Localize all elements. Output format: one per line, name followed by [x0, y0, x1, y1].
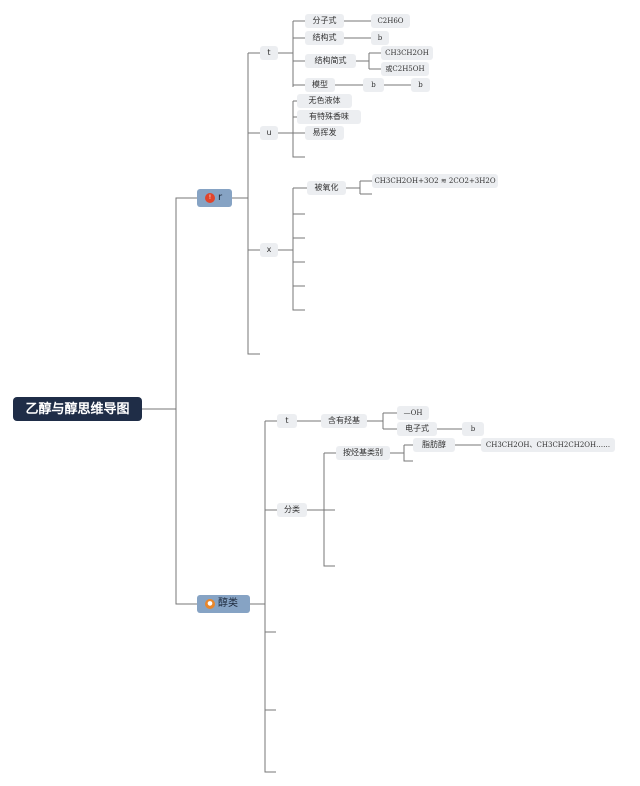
topic-by-hydrocarbon[interactable]: 按烃基类别: [336, 446, 390, 460]
topic-t[interactable]: t: [260, 46, 278, 60]
topic-x[interactable]: x: [260, 243, 278, 257]
topic-electron-formula[interactable]: 电子式: [397, 422, 437, 436]
topic-u[interactable]: u: [260, 126, 278, 140]
topic-contains-hydroxyl[interactable]: 含有羟基: [321, 414, 367, 428]
topic-aliphatic-alcohol[interactable]: 脂肪醇: [413, 438, 455, 452]
model-value-1[interactable]: b: [363, 78, 384, 92]
root-topic[interactable]: 乙醇与醇思维导图: [13, 397, 142, 421]
hydroxyl-group[interactable]: —OH: [397, 406, 429, 420]
topic-model[interactable]: 模型: [305, 78, 335, 92]
branch-topic-1[interactable]: ! r: [197, 189, 232, 207]
topic-structural-formula[interactable]: 结构式: [305, 31, 344, 45]
simplified-formula-value-2[interactable]: 或C2H5OH: [381, 62, 429, 76]
oxidation-equation[interactable]: CH3CH2OH+3O2 ≋ 2CO2+3H2O: [372, 174, 498, 188]
aliphatic-alcohol-examples[interactable]: CH3CH2OH、CH3CH2CH2OH……: [481, 438, 615, 452]
property-item-1[interactable]: 无色液体: [297, 94, 352, 108]
topic-t-2[interactable]: t: [277, 414, 297, 428]
topic-simplified-formula[interactable]: 结构简式: [305, 54, 356, 68]
structural-formula-value[interactable]: b: [371, 31, 389, 45]
simplified-formula-value-1[interactable]: CH3CH2OH: [381, 46, 433, 60]
exclamation-icon: !: [205, 193, 215, 203]
topic-molecular-formula[interactable]: 分子式: [305, 14, 344, 28]
molecular-formula-value[interactable]: C2H6O: [371, 14, 410, 28]
topic-classification[interactable]: 分类: [277, 503, 307, 517]
property-item-2[interactable]: 有特殊香味: [297, 110, 361, 124]
branch-1-label: r: [218, 192, 223, 203]
model-value-2[interactable]: b: [411, 78, 430, 92]
branch-2-label: 醇类: [218, 598, 238, 609]
electron-formula-value[interactable]: b: [462, 422, 484, 436]
branch-topic-2[interactable]: ● 醇类: [197, 595, 250, 613]
property-item-3[interactable]: 易挥发: [305, 126, 344, 140]
lightbulb-icon: ●: [205, 599, 215, 609]
topic-oxidized[interactable]: 被氧化: [307, 181, 346, 195]
